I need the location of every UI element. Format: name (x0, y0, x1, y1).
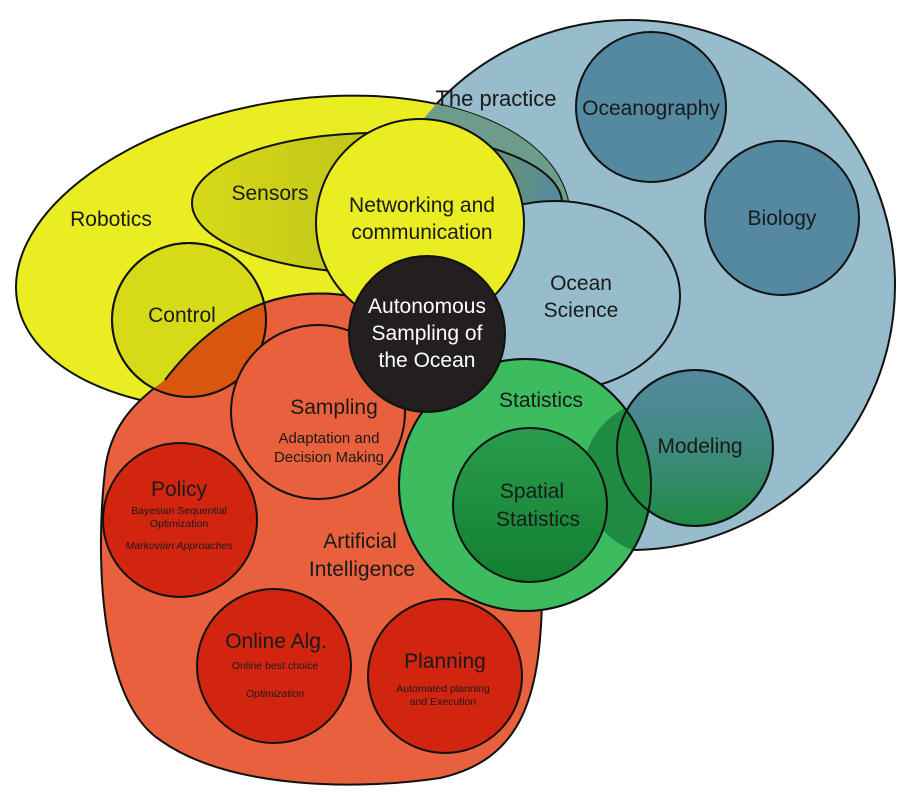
center-line1: Autonomous (368, 295, 486, 318)
planning-circle (367, 598, 523, 754)
ocean-science-line2: Science (544, 299, 619, 322)
ai-line2: Intelligence (309, 558, 415, 581)
center-line3: the Ocean (379, 349, 476, 372)
sampling-title: Sampling (290, 396, 378, 419)
networking-line2: communication (351, 221, 492, 244)
networking-line1: Networking and (349, 194, 495, 217)
ocean-science-line1: Ocean (550, 272, 612, 295)
ai-line1: Artificial (323, 530, 397, 553)
center-circle (348, 255, 506, 413)
control-label: Control (148, 304, 216, 327)
spatial-statistics-line1: Spatial (500, 480, 564, 503)
policy-line3: Markovian Approaches (126, 540, 234, 552)
center-line2: Sampling of (372, 322, 483, 345)
spatial-statistics-circle (452, 427, 608, 583)
spatial-statistics-line2: Statistics (496, 508, 580, 531)
planning-title: Planning (404, 650, 486, 673)
oceanography-circle (575, 31, 727, 183)
robotics-label: Robotics (70, 208, 152, 231)
biology-label: Biology (748, 207, 817, 230)
policy-circle (102, 442, 258, 598)
sampling-line1: Adaptation and (279, 430, 380, 447)
sensors-label: Sensors (231, 182, 308, 205)
sampling-line2: Decision Making (274, 449, 384, 466)
online-alg-line1: Online best choice (232, 660, 319, 672)
online-alg-title: Online Alg. (225, 630, 327, 653)
oceanography-label: Oceanography (582, 97, 720, 120)
biology-circle (704, 140, 860, 296)
policy-title: Policy (151, 478, 208, 501)
online-alg-line2: Optimization (246, 688, 305, 700)
modeling-label: Modeling (657, 435, 742, 458)
statistics-label: Statistics (499, 389, 583, 412)
online-alg-circle (196, 588, 352, 744)
practice-label: The practice (435, 86, 556, 111)
policy-line2: Optimization (150, 518, 209, 530)
policy-line1: Bayesian Sequential (131, 505, 227, 517)
planning-line1: Automated planning (396, 683, 490, 695)
planning-line2: and Execution (410, 696, 477, 708)
